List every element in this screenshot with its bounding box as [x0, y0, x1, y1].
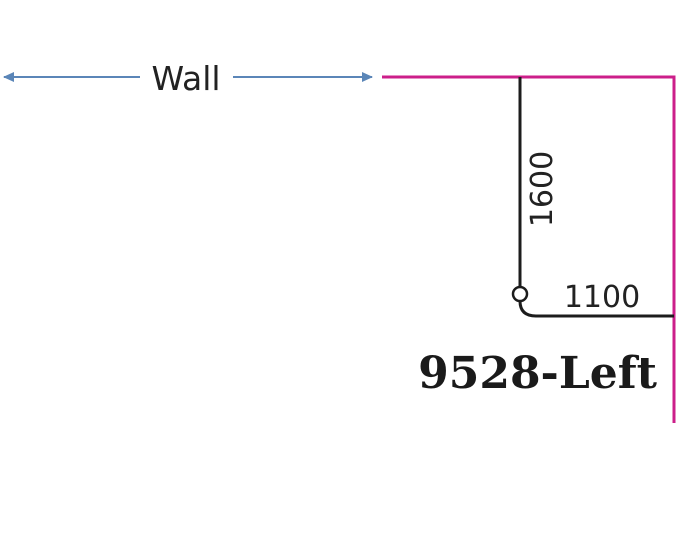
drain-circle — [511, 285, 529, 303]
dimension-horizontal-label: 1100 — [564, 280, 640, 315]
dimension-vertical-label: 1600 — [525, 151, 560, 227]
wall-line — [382, 75, 676, 423]
model-name-label: 9528-Left — [418, 348, 658, 399]
sink-outline — [518, 77, 674, 318]
wall-label: Wall — [151, 59, 220, 98]
